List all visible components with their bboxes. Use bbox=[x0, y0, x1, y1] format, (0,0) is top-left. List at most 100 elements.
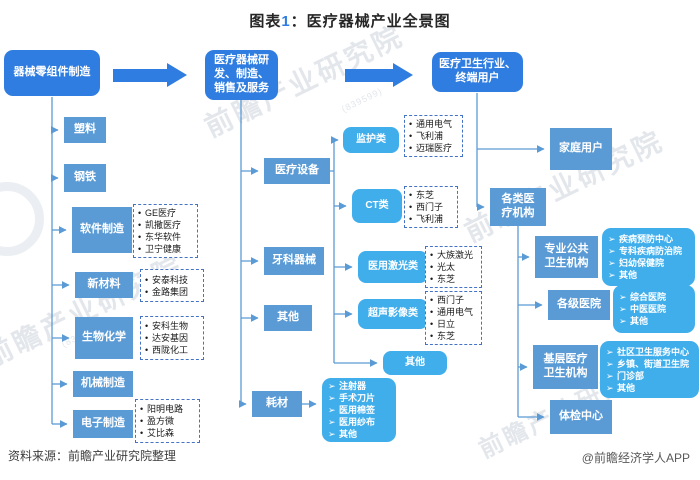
list-item-label: 西门子 bbox=[437, 295, 465, 305]
list-item: ➢中医医院 bbox=[619, 303, 689, 315]
bullet-icon: ➢ bbox=[608, 270, 616, 280]
company-list-ct: •东芝•西门子•飞利浦 bbox=[404, 186, 458, 228]
list-item: •西门子 bbox=[409, 201, 453, 213]
bullet-icon: ➢ bbox=[606, 370, 614, 381]
list-item: •安科生物 bbox=[145, 320, 199, 332]
node-machinery: 机械制造 bbox=[73, 371, 133, 397]
node-medical-equipment: 医疗设备 bbox=[264, 158, 330, 184]
company-list-biochemistry: •安科生物•达安基因•西陇化工 bbox=[140, 316, 204, 360]
bullet-icon: ➢ bbox=[608, 246, 616, 256]
node-other-equipment: 其他 bbox=[383, 351, 447, 375]
list-item: •金路集团 bbox=[145, 286, 199, 298]
flow-arrow-icon bbox=[345, 63, 413, 87]
list-item-label: 艾比森 bbox=[147, 428, 175, 438]
list-item-label: 中医医院 bbox=[630, 304, 667, 314]
node-consumables: 耗材 bbox=[252, 391, 302, 417]
list-item: ➢注射器 bbox=[328, 380, 390, 392]
node-monitoring: 监护类 bbox=[343, 127, 399, 153]
bullet-icon: • bbox=[430, 307, 434, 317]
bullet-icon: ➢ bbox=[608, 258, 616, 268]
list-item: •东芝 bbox=[430, 273, 477, 285]
credit-note: @前瞻经济学人APP bbox=[581, 451, 690, 465]
list-item-label: 安泰科技 bbox=[152, 274, 189, 285]
arrow-shaft bbox=[113, 68, 167, 82]
bullet-icon: ➢ bbox=[619, 316, 627, 326]
watermark-logo-circle bbox=[0, 182, 44, 256]
bullet-icon: ➢ bbox=[328, 393, 336, 403]
list-item-label: 金路集团 bbox=[152, 286, 189, 297]
node-medical-institutions: 各类医 疗机构 bbox=[490, 188, 546, 226]
list-item: •通用电气 bbox=[430, 306, 477, 318]
bullet-icon: ➢ bbox=[606, 382, 614, 393]
list-item: ➢综合医院 bbox=[619, 291, 689, 303]
list-item-label: 日立 bbox=[437, 319, 456, 329]
arrow-head bbox=[393, 63, 413, 87]
item-list-public-health: ➢疾病预防中心➢专科疾病防治院➢妇幼保健院➢其他 bbox=[602, 228, 695, 286]
node-hospitals: 各级医院 bbox=[548, 290, 610, 320]
list-item: ➢其他 bbox=[328, 428, 390, 440]
list-item-label: 阳明电路 bbox=[147, 404, 184, 414]
arrow-shaft bbox=[345, 68, 393, 82]
list-item-label: 飞利浦 bbox=[416, 214, 444, 224]
list-item-label: 注射器 bbox=[339, 381, 367, 391]
list-item-label: 其他 bbox=[630, 316, 649, 326]
bullet-icon: • bbox=[430, 319, 434, 329]
bullet-icon: ➢ bbox=[328, 429, 336, 439]
watermark-code: (839599) bbox=[340, 85, 384, 115]
node-dental-devices: 牙科器械 bbox=[264, 247, 324, 275]
list-item: •安泰科技 bbox=[145, 274, 199, 286]
list-item-label: 光太 bbox=[437, 262, 456, 272]
list-item-label: 飞利浦 bbox=[416, 131, 444, 141]
list-item: •盈方微 bbox=[140, 415, 195, 427]
bullet-icon: • bbox=[430, 295, 434, 305]
company-list-software: •GE医疗•凯撒医疗•东华软件•卫宁健康 bbox=[133, 204, 198, 258]
item-list-hospitals: ➢综合医院➢中医医院➢其他 bbox=[613, 285, 695, 333]
node-checkup-center: 体检中心 bbox=[550, 400, 612, 434]
list-item-label: 凯撒医疗 bbox=[145, 220, 182, 230]
node-ct: CT类 bbox=[352, 189, 402, 223]
node-biochemistry: 生物化学 bbox=[75, 317, 133, 359]
bullet-icon: • bbox=[430, 250, 434, 260]
bullet-icon: • bbox=[409, 143, 413, 153]
list-item-label: 其他 bbox=[339, 429, 358, 439]
bullet-icon: • bbox=[409, 190, 413, 200]
company-list-electronics: •阳明电路•盈方微•艾比森 bbox=[135, 399, 200, 443]
page-title: 图表1：医疗器械产业全景图 bbox=[0, 10, 700, 31]
bullet-icon: • bbox=[140, 404, 144, 414]
list-item: ➢专科疾病防治院 bbox=[608, 245, 689, 257]
bullet-icon: ➢ bbox=[606, 358, 614, 369]
list-item-label: 东华软件 bbox=[145, 232, 182, 242]
bullet-icon: • bbox=[409, 214, 413, 224]
bullet-icon: • bbox=[145, 333, 149, 343]
node-public-health-orgs: 专业公共 卫生机构 bbox=[535, 236, 598, 278]
bullet-icon: • bbox=[140, 428, 144, 438]
bullet-icon: ➢ bbox=[328, 405, 336, 415]
node-plastic: 塑料 bbox=[64, 117, 106, 143]
title-suffix: ：医疗器械产业全景图 bbox=[290, 13, 451, 30]
bullet-icon: ➢ bbox=[328, 381, 336, 391]
bullet-icon: • bbox=[409, 131, 413, 141]
node-medical-laser: 医用激光类 bbox=[358, 251, 428, 283]
company-list-ultrasound: •西门子•通用电气•日立•东芝 bbox=[425, 291, 482, 345]
bullet-icon: • bbox=[145, 274, 149, 285]
bullet-icon: • bbox=[430, 262, 434, 272]
list-item-label: 西陇化工 bbox=[152, 345, 189, 355]
company-list-medical-laser: •大族激光•光太•东芝 bbox=[425, 246, 482, 288]
list-item-label: 门诊部 bbox=[617, 370, 645, 381]
list-item: •阳明电路 bbox=[140, 403, 195, 415]
list-item: •东华软件 bbox=[138, 231, 193, 243]
list-item-label: 迈瑞医疗 bbox=[416, 143, 453, 153]
list-item-label: 医用棉签 bbox=[339, 405, 376, 415]
bullet-icon: ➢ bbox=[328, 417, 336, 427]
list-item: •通用电气 bbox=[409, 118, 458, 130]
node-electronics: 电子制造 bbox=[73, 410, 133, 438]
list-item-label: 乡镇、街道卫生院 bbox=[617, 358, 690, 369]
node-home-users: 家庭用户 bbox=[550, 128, 612, 170]
list-item: •西陇化工 bbox=[145, 344, 199, 356]
list-item: ➢其他 bbox=[619, 315, 689, 327]
bullet-icon: • bbox=[145, 286, 149, 297]
list-item: ➢其他 bbox=[606, 382, 693, 394]
list-item: ➢社区卫生服务中心 bbox=[606, 346, 693, 358]
list-item: •东芝 bbox=[430, 330, 477, 342]
